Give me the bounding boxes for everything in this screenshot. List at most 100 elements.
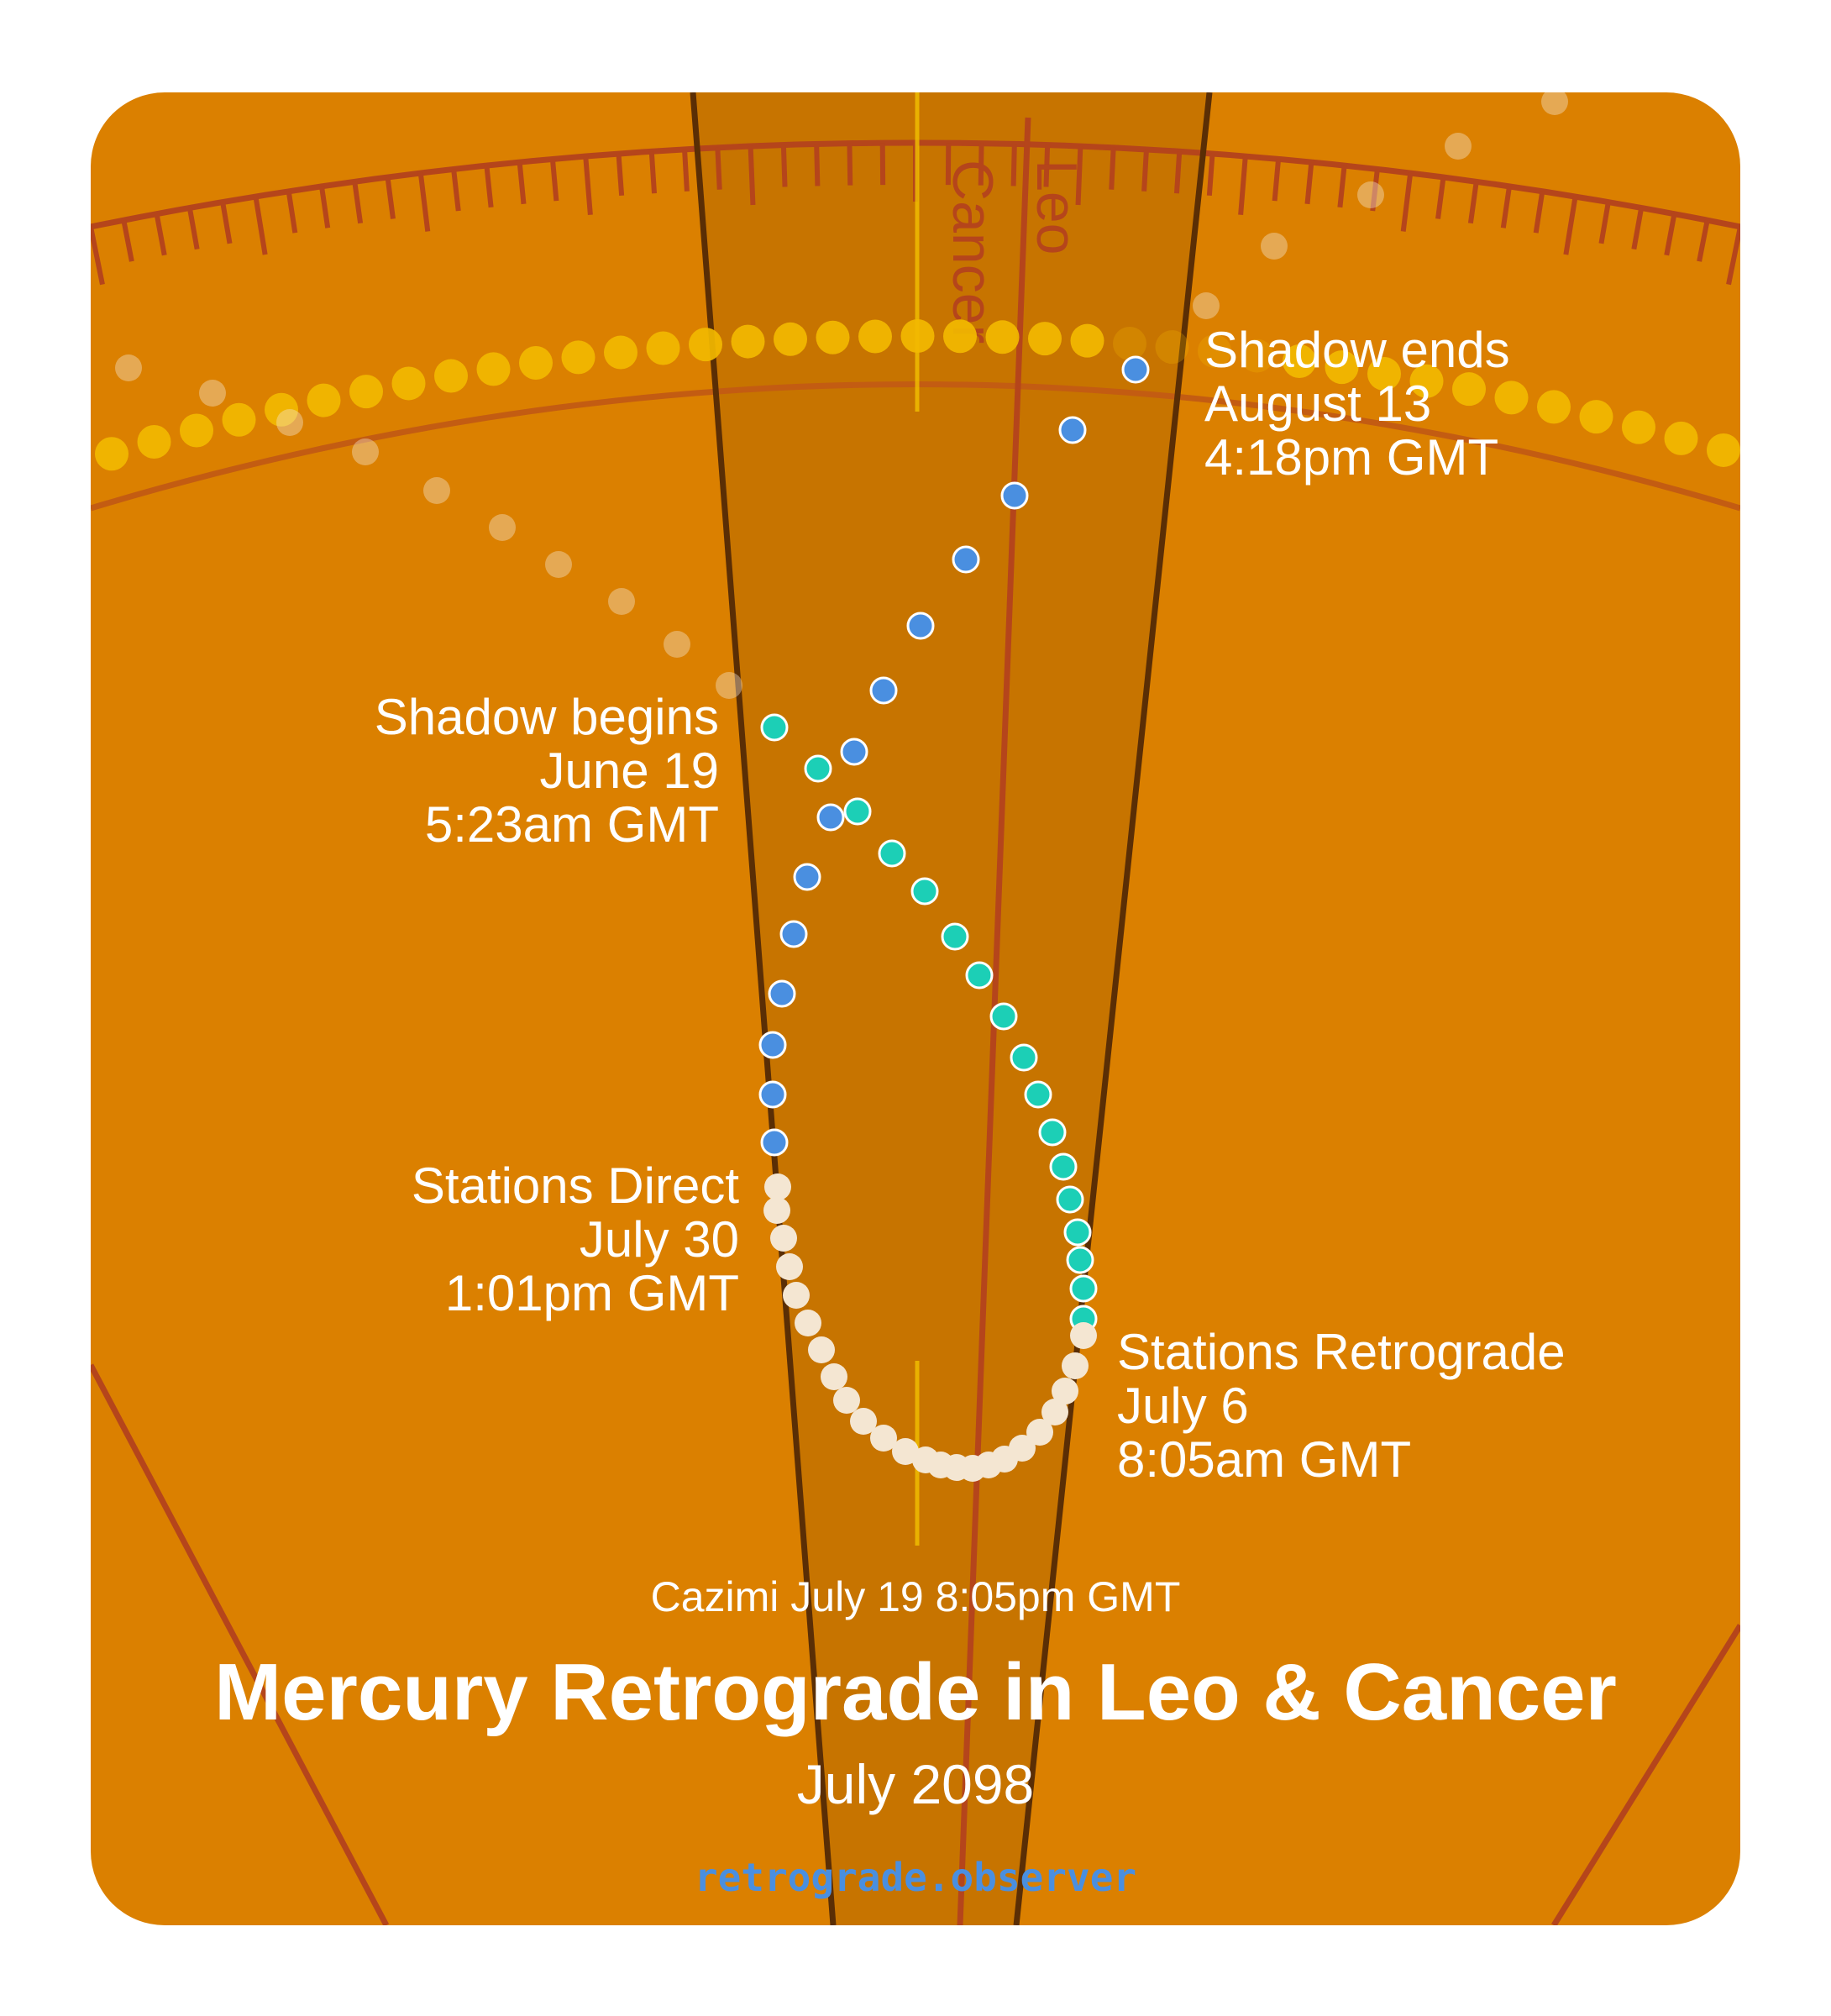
degree-tick <box>549 159 559 202</box>
ecliptic-sun-dots <box>95 319 1740 471</box>
sun-dot <box>391 366 426 401</box>
sun-dot <box>349 375 383 409</box>
path-dot-post-shadow <box>816 803 845 832</box>
path-dot-post-shadow <box>758 1031 787 1059</box>
path-dot-retrograde <box>783 1282 810 1309</box>
sun-dot <box>95 437 129 471</box>
path-dot-retrograde <box>770 1225 797 1252</box>
faint-dot <box>545 551 572 578</box>
degree-tick <box>616 153 625 197</box>
sun-dot <box>1283 344 1316 378</box>
degree-tick <box>1238 155 1248 216</box>
path-dot-pre-shadow <box>843 797 872 826</box>
path-dot-retrograde <box>1041 1399 1068 1425</box>
sun-dot <box>816 320 850 354</box>
faint-dot <box>1261 233 1288 260</box>
degree-tick <box>352 181 364 224</box>
faint-dot <box>608 588 635 615</box>
path-dot-pre-shadow <box>1066 1246 1094 1274</box>
faint-dot <box>1193 292 1220 319</box>
degree-tick <box>1370 169 1380 212</box>
degree-tick <box>451 169 461 212</box>
sun-dot <box>1409 364 1444 398</box>
sun-dot <box>1452 372 1486 407</box>
path-dot-retrograde <box>1026 1419 1053 1446</box>
sun-dot <box>1240 339 1274 373</box>
degree-ticks <box>91 143 1740 286</box>
faint-dot <box>1357 181 1384 208</box>
sun-dot <box>222 402 256 437</box>
faint-dot <box>1445 133 1472 160</box>
site-credit[interactable]: retrograde.observer <box>694 1855 1137 1900</box>
degree-tick <box>1304 161 1314 205</box>
path-dot-pre-shadow <box>878 839 906 868</box>
path-dot-post-shadow <box>906 612 935 640</box>
sun-dot <box>434 359 468 393</box>
path-dot-post-shadow <box>1121 355 1150 384</box>
degree-tick <box>1141 149 1149 192</box>
cazimi-note: Cazimi July 19 8:05pm GMT <box>650 1573 1181 1620</box>
sun-dot <box>1579 400 1613 434</box>
sun-dot <box>1198 333 1231 368</box>
sun-dot <box>858 319 892 354</box>
faint-dot <box>489 514 516 541</box>
degree-tick <box>1563 196 1578 255</box>
path-dot-retrograde <box>795 1310 821 1336</box>
chart-card: Leo Cancer <box>91 92 1740 1925</box>
degree-tick <box>1043 144 1051 187</box>
degree-tick <box>715 147 722 190</box>
degree-tick <box>1075 145 1083 206</box>
path-dot-retrograde <box>870 1425 897 1452</box>
sun-dot <box>476 352 511 386</box>
label-shadow-ends: Shadow ends August 13 4:18pm GMT <box>1204 322 1510 486</box>
degree-tick <box>318 186 331 228</box>
degree-tick <box>1435 176 1446 219</box>
sign-label-cancer: Cancer <box>941 160 1005 344</box>
degree-tick <box>1598 202 1611 244</box>
path-dot-post-shadow <box>760 1128 789 1157</box>
chart-subtitle: July 2098 <box>796 1753 1035 1815</box>
house-line-right <box>1551 1624 1740 1925</box>
path-dot-retrograde <box>808 1336 835 1363</box>
house-line-left <box>91 1363 390 1925</box>
path-dot-post-shadow <box>793 863 821 891</box>
label-stations-retrograde: Stations Retrograde July 6 8:05am GMT <box>1117 1324 1566 1488</box>
faint-dot <box>1541 92 1568 115</box>
sun-dot <box>180 413 213 448</box>
sun-dot <box>519 346 553 381</box>
degree-tick <box>1726 226 1740 286</box>
sun-dot <box>1537 390 1571 424</box>
path-dot-pre-shadow <box>804 754 832 783</box>
degree-tick <box>1272 159 1282 202</box>
degree-tick <box>682 149 690 192</box>
path-dot-pre-shadow <box>1063 1218 1092 1247</box>
path-dot-pre-shadow <box>1056 1185 1084 1214</box>
faint-dot <box>115 354 142 381</box>
path-dot-retrograde <box>1070 1322 1097 1349</box>
sun-dot <box>265 392 298 427</box>
sun-dot <box>561 340 595 375</box>
path-dot-retrograde <box>821 1363 847 1390</box>
degree-tick <box>1500 186 1513 228</box>
path-dot-pre-shadow <box>910 877 939 906</box>
degree-tick <box>1206 153 1215 197</box>
label-shadow-begins: Shadow begins June 19 5:23am GMT <box>374 689 719 853</box>
path-dot-post-shadow <box>840 738 868 766</box>
path-dot-post-shadow <box>952 545 980 574</box>
path-dot-post-shadow <box>1058 416 1087 444</box>
faint-trail-dots <box>115 92 1568 699</box>
sun-dot <box>1367 357 1401 391</box>
sun-dot <box>1325 350 1359 385</box>
degree-tick <box>253 196 268 255</box>
path-dot-post-shadow <box>768 979 796 1008</box>
degree-tick <box>286 191 298 234</box>
degree-tick <box>978 143 984 186</box>
boundary-line-left <box>690 92 837 1925</box>
path-dot-pre-shadow <box>1010 1043 1038 1072</box>
sun-dot <box>137 424 171 459</box>
path-dot-retrograde <box>764 1173 791 1200</box>
path-dot-pre-shadow <box>1024 1080 1052 1109</box>
path-dot-pre-shadow <box>989 1002 1018 1031</box>
boundary-line-right <box>1013 92 1213 1925</box>
path-dot-post-shadow <box>758 1080 787 1109</box>
